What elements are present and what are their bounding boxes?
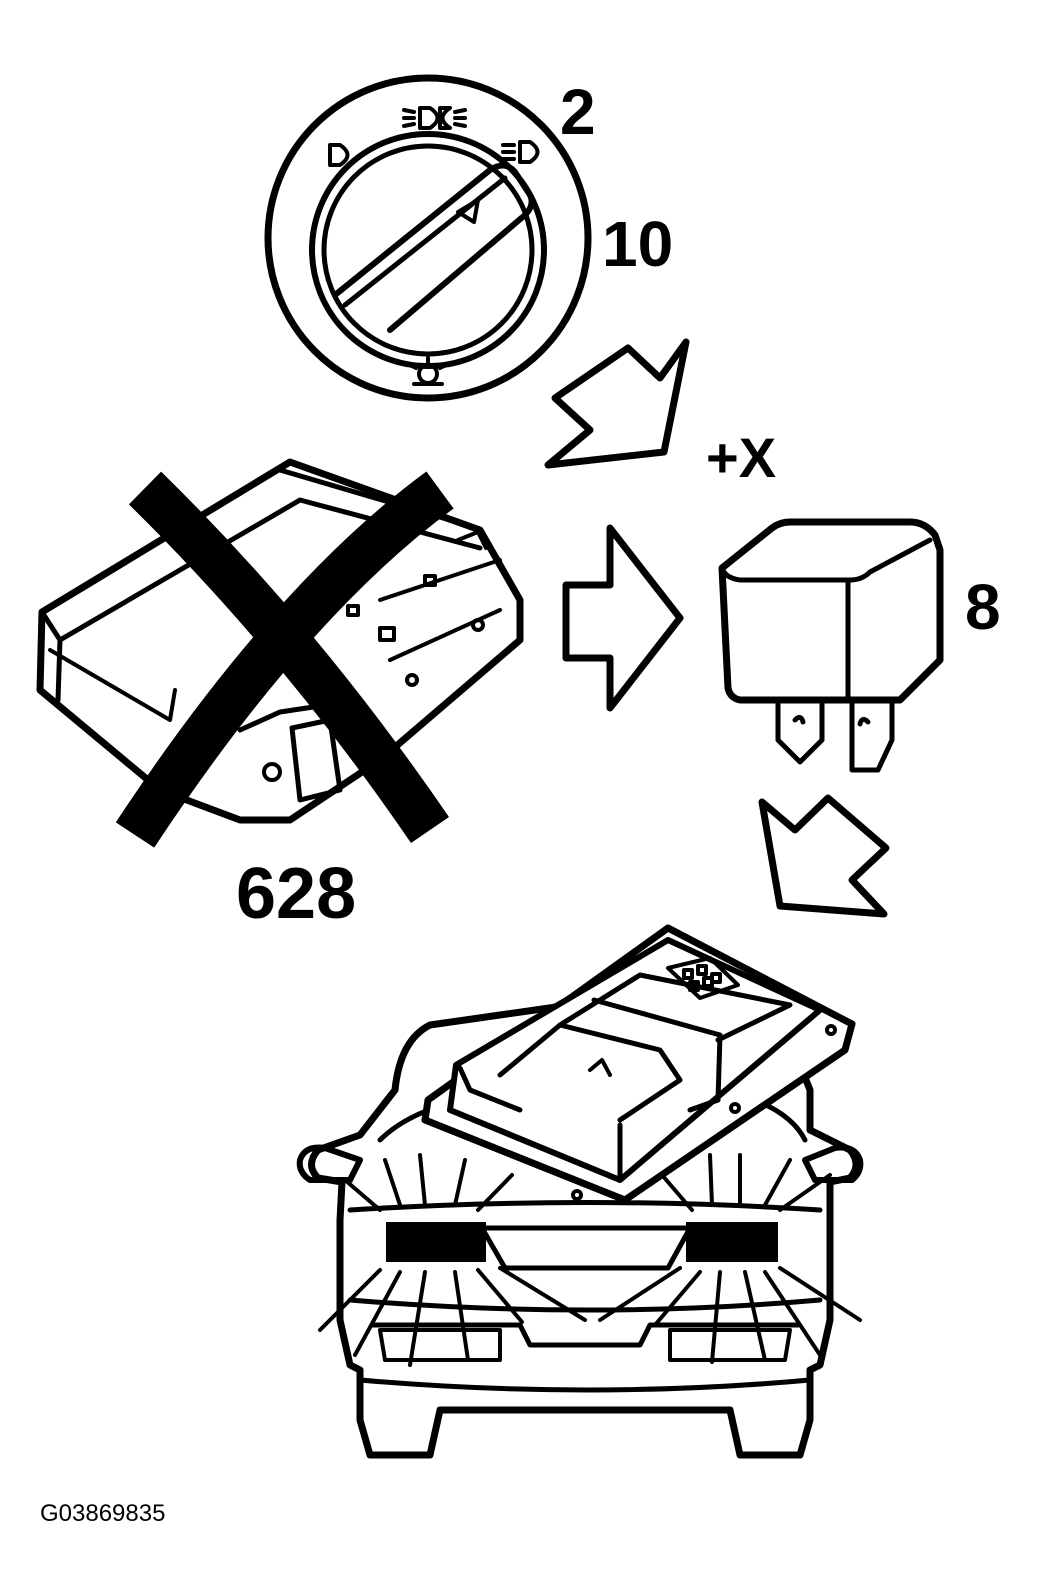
left-mirror bbox=[300, 1148, 360, 1181]
left-headlight bbox=[386, 1222, 486, 1262]
right-headlight bbox=[686, 1222, 778, 1262]
fog-light-icon bbox=[503, 142, 538, 162]
lighting-control-module bbox=[425, 928, 852, 1200]
grille bbox=[482, 1228, 690, 1268]
module-connector bbox=[668, 958, 738, 998]
headlight-rays bbox=[320, 1155, 860, 1365]
car-front-view bbox=[300, 928, 861, 1455]
callout-switch-position: 10 bbox=[602, 208, 674, 280]
panel-light-icon bbox=[412, 358, 444, 384]
removed-cross-mark bbox=[135, 488, 440, 835]
arrow-relay-to-lighting-module bbox=[762, 798, 886, 914]
callout-light-switch: 2 bbox=[560, 76, 596, 148]
parking-light-icon bbox=[330, 145, 348, 165]
callout-relay: 8 bbox=[965, 571, 1001, 643]
relay bbox=[722, 522, 940, 770]
arrow-switch-to-relay bbox=[548, 342, 686, 465]
figure-id: G03869835 bbox=[40, 1500, 166, 1527]
right-mirror bbox=[805, 1148, 860, 1181]
relay-terminals bbox=[778, 700, 892, 770]
headlight-icon bbox=[404, 108, 465, 128]
callout-removed-module: 628 bbox=[236, 854, 357, 934]
light-switch-knob bbox=[268, 78, 588, 398]
callout-supply: +X bbox=[706, 426, 777, 489]
arrow-module-to-relay bbox=[566, 528, 680, 708]
